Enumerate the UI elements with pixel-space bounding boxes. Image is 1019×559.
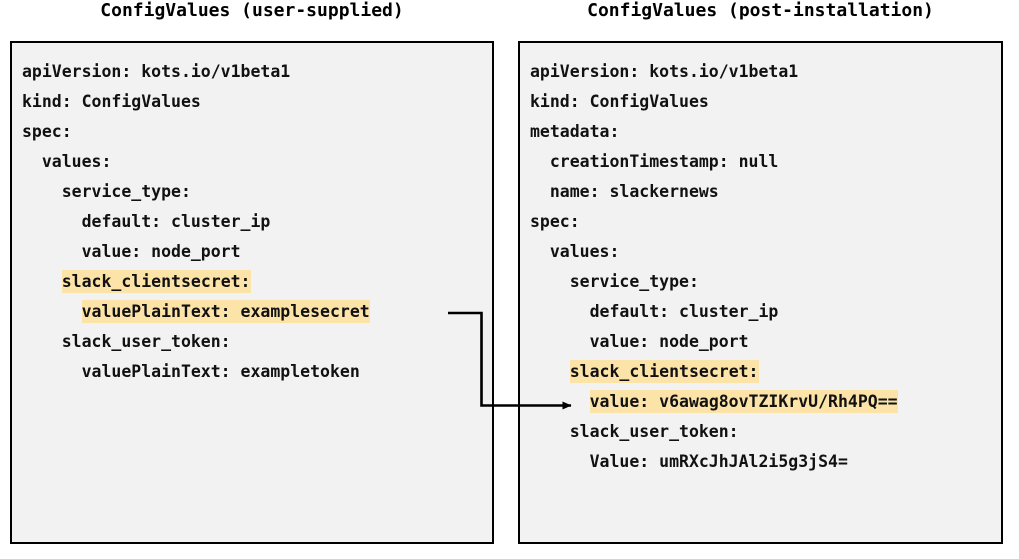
right-line-indent: [530, 362, 570, 381]
right-code-line: spec:: [530, 212, 580, 231]
right-panel: ConfigValues (post-installation) apiVers…: [518, 0, 1003, 559]
right-highlighted-text: slack_clientsecret:: [569, 360, 759, 383]
left-code-line: slack_clientsecret:: [22, 267, 490, 297]
right-line-indent: [530, 392, 590, 411]
left-code-line: default: cluster_ip: [22, 212, 271, 231]
left-code-line: service_type:: [22, 182, 191, 201]
right-code-lines: apiVersion: kots.io/v1beta1 kind: ConfigV…: [530, 57, 999, 477]
left-code-line: slack_user_token:: [22, 332, 231, 351]
left-code-line: value: node_port: [22, 242, 241, 261]
left-panel: ConfigValues (user-supplied) apiVersion:…: [10, 0, 494, 559]
left-line-indent: [22, 302, 82, 321]
left-code-line: valuePlainText: exampletoken: [22, 362, 360, 381]
left-code-box: apiVersion: kots.io/v1beta1 kind: ConfigV…: [10, 41, 494, 544]
right-code-box: apiVersion: kots.io/v1beta1 kind: ConfigV…: [518, 41, 1003, 544]
right-code-line: value: v6awag8ovTZIKrvU/Rh4PQ==: [530, 387, 999, 417]
right-highlighted-text: value: v6awag8ovTZIKrvU/Rh4PQ==: [589, 390, 898, 413]
right-code-line: values:: [530, 242, 620, 261]
right-code-line: kind: ConfigValues: [530, 92, 709, 111]
left-line-indent: [22, 272, 62, 291]
right-code-line: Value: umRXcJhJAl2i5g3jS4=: [530, 452, 848, 471]
right-code-line: service_type:: [530, 272, 699, 291]
right-code-line: value: node_port: [530, 332, 749, 351]
right-panel-title: ConfigValues (post-installation): [587, 0, 934, 21]
right-code-line: metadata:: [530, 122, 620, 141]
left-code-line: spec:: [22, 122, 72, 141]
left-highlighted-text: slack_clientsecret:: [61, 270, 251, 293]
left-code-line: valuePlainText: examplesecret: [22, 297, 490, 327]
left-code-line: values:: [22, 152, 112, 171]
right-code-line: creationTimestamp: null: [530, 152, 779, 171]
left-highlighted-text: valuePlainText: examplesecret: [81, 300, 370, 323]
right-code-line: slack_clientsecret:: [530, 357, 999, 387]
right-code-line: default: cluster_ip: [530, 302, 779, 321]
left-panel-title: ConfigValues (user-supplied): [100, 0, 404, 21]
left-code-line: apiVersion: kots.io/v1beta1: [22, 62, 291, 81]
left-code-lines: apiVersion: kots.io/v1beta1 kind: ConfigV…: [22, 57, 490, 387]
right-code-line: name: slackernews: [530, 182, 719, 201]
right-code-line: slack_user_token:: [530, 422, 739, 441]
left-code-line: kind: ConfigValues: [22, 92, 201, 111]
right-code-line: apiVersion: kots.io/v1beta1: [530, 62, 799, 81]
